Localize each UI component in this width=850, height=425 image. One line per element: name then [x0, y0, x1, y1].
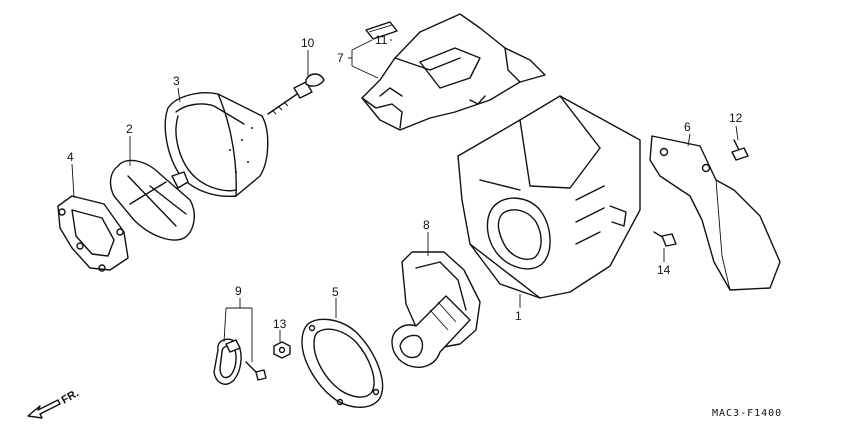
- callout-6: 6: [684, 120, 691, 134]
- cover-seal-strip: [365, 21, 398, 40]
- callout-2: 2: [126, 122, 133, 136]
- band-screw: [245, 361, 267, 381]
- connecting-tube: [391, 251, 481, 368]
- tube-band: [213, 338, 242, 385]
- callout-10: 10: [301, 36, 315, 50]
- callout-7: 7: [337, 51, 344, 65]
- wing-bolt: [267, 73, 325, 115]
- hex-nut: [273, 341, 291, 359]
- callout-11: 11: [375, 33, 388, 47]
- air-cleaner-case: [457, 95, 641, 299]
- callout-5: 5: [332, 285, 339, 299]
- diagram-code: MAC3-F1400: [712, 408, 782, 419]
- callout-8: 8: [423, 218, 430, 232]
- callout-4: 4: [67, 150, 74, 164]
- leader-lines: [71, 39, 739, 362]
- callout-13: 13: [273, 317, 287, 331]
- tube-gasket: [301, 318, 384, 408]
- air-box-cover: [361, 13, 546, 131]
- callout-14: 14: [657, 263, 671, 277]
- element-holder: [109, 159, 195, 241]
- holder-plate: [57, 195, 129, 272]
- callout-3: 3: [173, 74, 180, 88]
- callout-1: 1: [515, 309, 522, 323]
- side-cover-plate: [649, 135, 781, 291]
- callout-9: 9: [235, 284, 242, 298]
- front-direction-arrow: FR.: [27, 387, 81, 419]
- flange-bolt-12: [731, 139, 749, 161]
- flange-bolt-14: [653, 231, 677, 247]
- front-label: FR.: [60, 387, 81, 406]
- air-filter-element: [164, 92, 269, 197]
- callout-12: 12: [729, 111, 743, 125]
